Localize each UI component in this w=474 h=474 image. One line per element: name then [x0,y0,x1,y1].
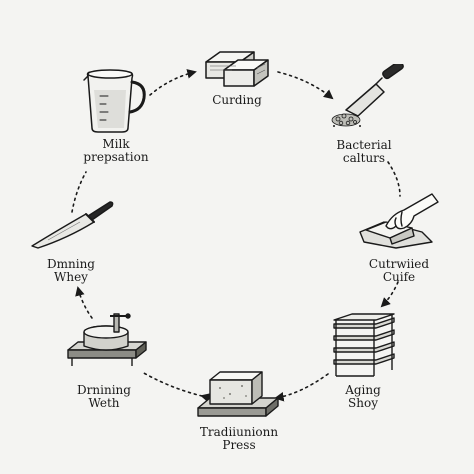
aging-shelf-icon [333,313,395,377]
step-label-curding: Curding [212,93,262,107]
arrow-aging-to-press [274,373,329,402]
arrow-bacterial-to-cuife [387,161,401,197]
step-label-aging: Aging Shoy [345,383,381,410]
press-machine-icon [67,313,147,366]
hand-cheese-icon [359,193,439,249]
arrow-curding-to-bacterial [277,71,334,100]
knife-icon [31,201,114,249]
arrow-draining-to-whey [75,286,93,319]
arrow-milk-to-curding [149,69,197,96]
step-label-milk: Milk prepsation [83,137,149,164]
cheese-press-block-icon [197,371,279,417]
step-label-draining-weth: Drnining Weth [77,383,131,410]
knife-cutting-curd-icon [331,64,404,127]
milk-pitcher-icon [83,69,146,133]
cheese-block-icon [205,51,269,87]
arrow-cuife-to-aging [380,281,399,308]
arrow-press-to-draining [141,371,211,403]
step-label-draining-whey: Dmning Whey [47,257,95,284]
step-label-press: Tradiiunionn Press [199,425,279,452]
step-label-cuife: Cutrwiied Cuife [368,257,430,284]
step-label-bacterial: Bacterial calturs [336,138,392,165]
